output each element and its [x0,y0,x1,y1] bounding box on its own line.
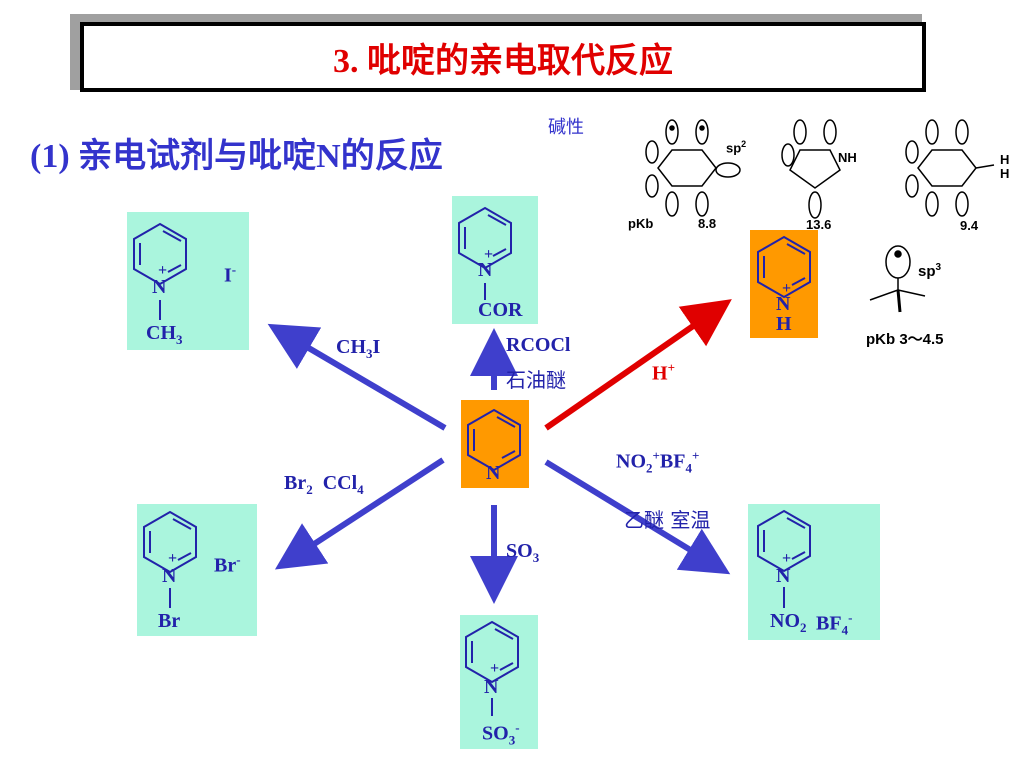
solvent-petroleum-ether: 石油醚 [506,368,566,392]
acyl-plus: + [484,246,494,263]
proton-n: N [776,293,791,315]
proton-plus: + [782,280,792,297]
page-title: 3. 吡啶的亲电取代反应 [333,42,673,80]
pkb-value-aniline: 9.4 [960,218,979,233]
tile-sulfo-product [460,615,538,749]
acyl-sub: COR [478,299,523,321]
section-subtitle: (1) 亲电试剂与吡啶N的反应 [30,138,443,175]
methyl-counter: I- [224,262,237,287]
ring-methyl [133,222,187,286]
pkb-label: pKb [628,216,654,231]
methyl-plus: + [158,262,168,279]
ring-nitro [757,509,811,573]
reagent-nitronium: NO2+BF4+ [616,448,700,476]
tile-nitro-product [748,504,880,640]
arrow-to-bromo [274,457,445,570]
basicity-label: 碱性 [548,117,584,138]
nitro-counter: BF4- [816,610,853,638]
ring-acyl [458,206,512,270]
nitro-sub: NO2 [770,610,807,635]
amine-pkb-label: pKb 3～4.5 [866,331,944,348]
ring-center [467,408,521,472]
orbital-diagrams [645,119,995,313]
methyl-n: N [152,276,167,298]
nitro-plus: + [782,550,792,567]
ring-bromo [143,510,197,574]
sulfo-n: N [484,676,499,698]
pkb-value-pyrrole: 13.6 [806,217,832,232]
orbital-amine [869,245,926,313]
bromo-sub: Br [158,610,181,632]
arrow-to-nitro [544,459,731,575]
sulfo-sub: SO3- [482,720,520,748]
tile-methyl-product [127,212,249,350]
orbital-sp3-label: sp3 [918,262,942,280]
tile-bromo-product [137,504,257,636]
nitro-n: N [776,565,791,587]
bromo-n: N [162,565,177,587]
arrow-to-methyl [267,323,447,431]
orbital-nh-label: NH [838,150,857,165]
pkb-value-pyridine: 8.8 [698,216,717,231]
reagent-ch3i: CH3I [336,336,381,361]
orbital-sp2-label: sp2 [726,139,747,156]
orbital-h-label-2: H [1000,166,1010,181]
methyl-sub: CH3 [146,322,183,347]
bromo-counter: Br- [214,552,241,577]
orbital-aniline [905,119,995,217]
proton-h: H [776,313,792,335]
reagent-so3: SO3 [506,540,540,565]
ring-pyridinium [757,235,811,299]
reagent-h-plus: H+ [652,360,675,385]
acyl-n: N [478,259,493,281]
title-box: 3. 吡啶的亲电取代反应 [80,22,926,92]
arrow-to-pyridinium [544,299,732,431]
orbital-h-label-1: H [1000,152,1010,167]
orbital-pyridine [645,119,741,217]
conditions-nitro: 乙醚 室温 [624,508,711,532]
reagent-rcocl: RCOCl [506,334,571,356]
ring-sulfo [465,620,519,684]
center-n: N [486,462,501,484]
tile-pyridine-center [461,400,529,488]
sulfo-plus: + [490,660,500,677]
orbital-pyrrole [781,119,841,219]
bromo-plus: + [168,550,178,567]
reagent-bromine: Br2 CCl4 [284,472,364,497]
tile-acyl-product [452,196,538,324]
